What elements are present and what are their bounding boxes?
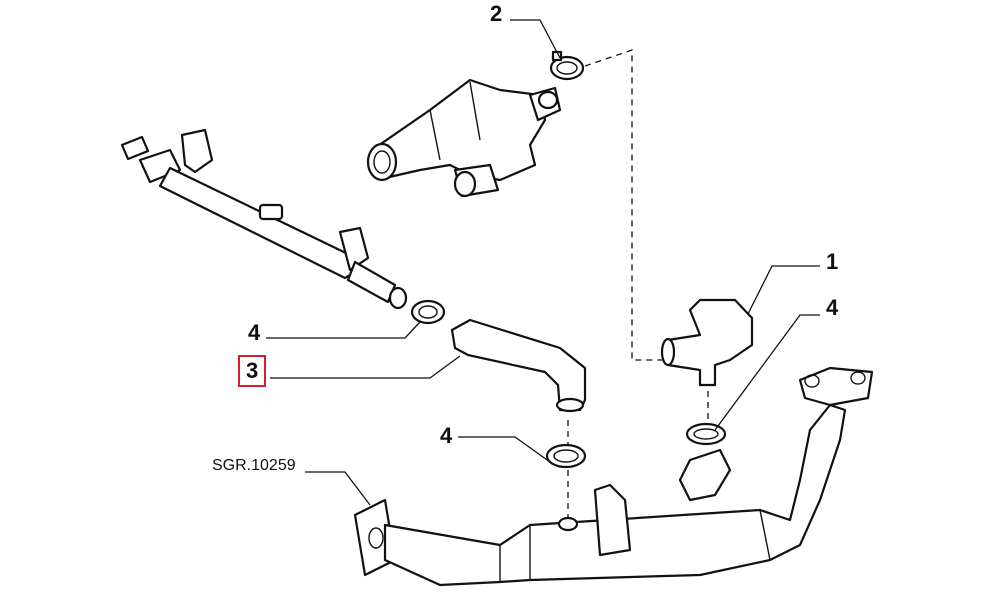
callout-1: 1 <box>826 249 839 274</box>
clamp-4-middle <box>545 443 587 469</box>
hose-3 <box>450 318 587 413</box>
coolant-pipe <box>120 128 408 310</box>
clamp-4-right <box>685 422 727 446</box>
hose-1 <box>660 298 754 387</box>
leader-lines <box>266 19 820 506</box>
callout-4-right: 4 <box>826 295 839 320</box>
callout-3-highlighted: 3 <box>238 355 267 387</box>
clamp-4-upper <box>410 299 446 325</box>
assembly-dashed-line <box>567 49 709 520</box>
egr-cooler <box>353 366 874 587</box>
clamp-2 <box>549 50 585 81</box>
callout-4-upper: 4 <box>248 320 261 345</box>
callout-4-middle: 4 <box>440 423 453 448</box>
reference-code: SGR.10259 <box>212 457 296 474</box>
callout-2: 2 <box>490 1 503 26</box>
thermostat-housing <box>366 78 562 198</box>
